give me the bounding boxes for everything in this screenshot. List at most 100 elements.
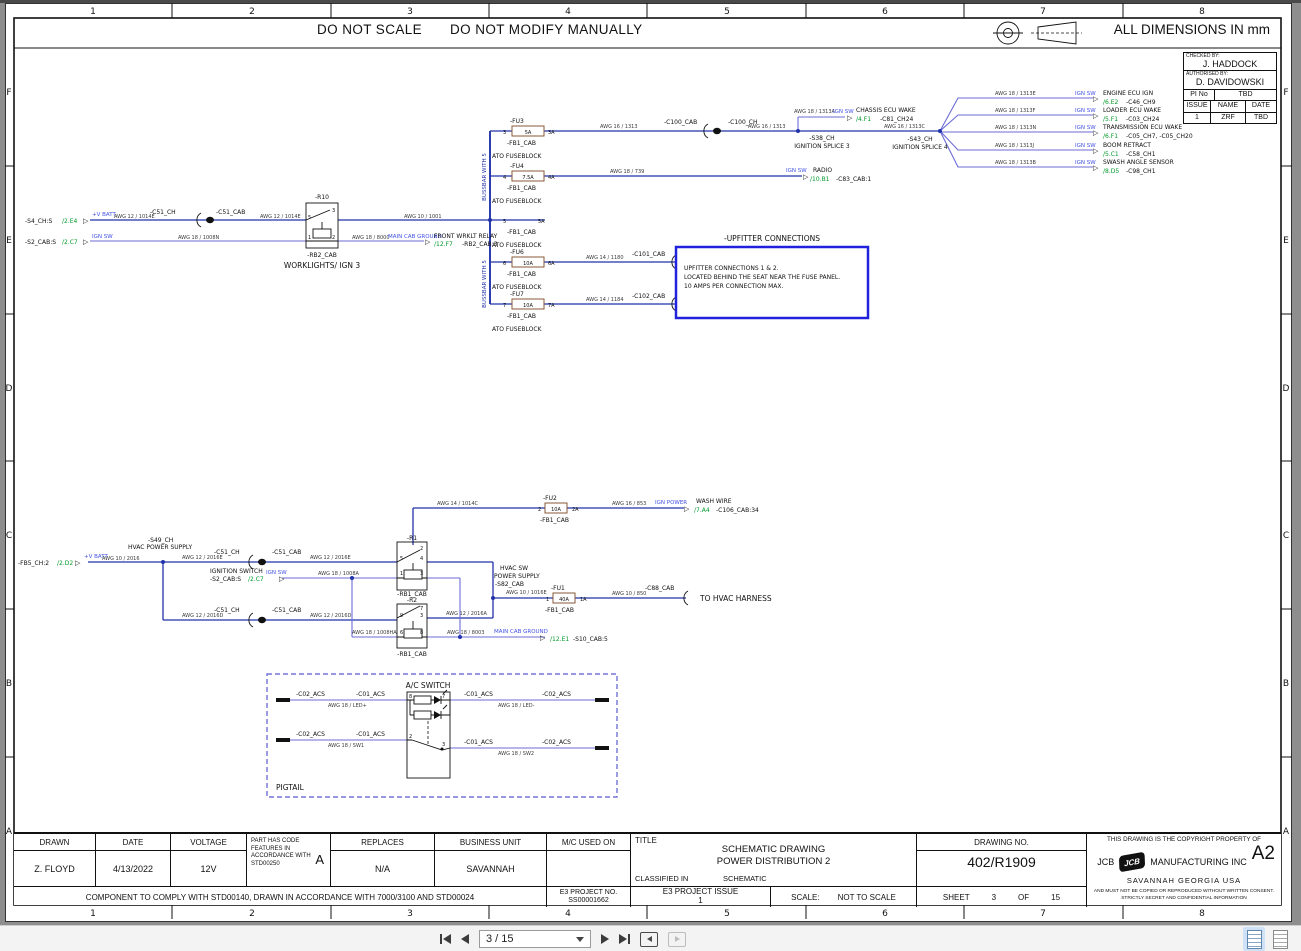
schematic-label: -S38_CH bbox=[809, 135, 834, 142]
grid-label: F bbox=[6, 88, 11, 98]
schematic-label: MAIN CAB GROUND bbox=[388, 234, 442, 240]
schematic-label: /2.C7 bbox=[248, 576, 264, 583]
schematic-label: AWG 14 / 1180 bbox=[586, 255, 624, 261]
drawing-no-value: 402/R1909 bbox=[967, 854, 1036, 870]
grid-label: F bbox=[1283, 88, 1288, 98]
authorised-by-value: D. DAVIDOWSKI bbox=[1184, 77, 1276, 90]
schematic-label: AWG 10 / 850 bbox=[612, 591, 646, 597]
mc-used-on-value bbox=[547, 851, 630, 886]
part-code-letter: A bbox=[315, 852, 324, 867]
schematic-label: AWG 12 / 2016A bbox=[446, 611, 488, 617]
grid-label: 1 bbox=[90, 909, 96, 919]
date-label: DATE bbox=[96, 834, 170, 851]
schematic-label: 3A bbox=[548, 130, 555, 136]
grid-label: 3 bbox=[407, 7, 413, 17]
schematic-label: -C100_CAB bbox=[664, 119, 697, 126]
schematic-label: PIGTAIL bbox=[276, 783, 305, 792]
scale-value: NOT TO SCALE bbox=[837, 892, 896, 902]
schematic-label: -C46_CH9 bbox=[1126, 99, 1156, 106]
date-label: DATE bbox=[1251, 102, 1271, 110]
company-right: MANUFACTURING INC bbox=[1150, 857, 1247, 867]
schematic-label: ATO FUSEBLOCK bbox=[492, 198, 543, 205]
previous-view-button[interactable] bbox=[640, 931, 658, 947]
schematic-label: AWG 16 / 1313C bbox=[884, 124, 926, 130]
last-page-button[interactable] bbox=[619, 934, 630, 944]
schematic-label: /4.F1 bbox=[856, 116, 871, 123]
previous-page-button[interactable] bbox=[461, 934, 469, 944]
schematic-label: LOCATED BEHIND THE SEAT NEAR THE FUSE PA… bbox=[684, 274, 840, 281]
schematic-label: LOADER ECU WAKE bbox=[1103, 107, 1161, 114]
grid-label: 7 bbox=[1040, 909, 1046, 919]
schematic-label: -C02_ACS bbox=[542, 691, 571, 698]
first-page-button[interactable] bbox=[440, 934, 451, 944]
schematic-label: AWG 16 / 853 bbox=[612, 501, 646, 507]
schematic-label: SWASH ANGLE SENSOR bbox=[1103, 159, 1174, 166]
schematic-label: /2.E4 bbox=[62, 218, 78, 225]
single-page-icon bbox=[1246, 929, 1262, 949]
date-value: 4/13/2022 bbox=[112, 863, 154, 874]
e3-project-no-value: SS00001662 bbox=[568, 897, 609, 904]
schematic-label: AWG 18 / 1313A bbox=[794, 109, 836, 115]
issue-value: 1 bbox=[1184, 112, 1211, 123]
title-label: TITLE bbox=[635, 836, 657, 845]
window-top-edge bbox=[0, 0, 1301, 3]
drawn-label: DRAWN bbox=[14, 834, 95, 851]
grid-label: 6 bbox=[882, 909, 888, 919]
grid-label: 5 bbox=[724, 909, 730, 919]
schematic-label: AWG 10 / 2016 bbox=[102, 556, 140, 562]
grid-label: 8 bbox=[1199, 7, 1205, 17]
schematic-label: IGN SW bbox=[833, 109, 854, 115]
mc-used-on-label: M/C USED ON bbox=[547, 834, 630, 851]
schematic-label: -FU2 bbox=[543, 495, 557, 502]
schematic-label: AWG 18 / 1008N bbox=[178, 235, 220, 241]
schematic-label: ▷ bbox=[1093, 95, 1099, 103]
schematic-label: ▷ bbox=[279, 575, 285, 583]
grid-label: 2 bbox=[249, 7, 255, 17]
schematic-label: ATO FUSEBLOCK bbox=[492, 326, 543, 333]
schematic-label: AWG 12 / 2016D bbox=[310, 613, 352, 619]
schematic-label: 8 bbox=[409, 694, 412, 700]
next-view-button[interactable] bbox=[668, 931, 686, 947]
schematic-label: /2.D2 bbox=[57, 560, 73, 567]
continuous-view-button[interactable] bbox=[1269, 927, 1291, 951]
drawn-value: Z. FLOYD bbox=[34, 863, 75, 874]
schematic-label: -C01_ACS bbox=[464, 691, 493, 698]
schematic-label: AWG 10 / 1016E bbox=[506, 590, 547, 596]
schematic-label: -R1 bbox=[407, 535, 417, 542]
grid-label: A bbox=[1283, 827, 1290, 837]
e3-project-no-label: E3 PROJECT NO. bbox=[559, 888, 618, 896]
schematic-label: 9 bbox=[400, 613, 403, 619]
fuse-fu7 bbox=[511, 298, 545, 310]
schematic-label: AWG 10 / 1001 bbox=[404, 214, 442, 220]
schematic-label: -C88_CAB bbox=[645, 585, 674, 592]
schematic-label: +V BATT bbox=[92, 212, 116, 218]
schematic-label: -RB2_CAB:3 bbox=[462, 241, 498, 248]
schematic-label: /8.D5 bbox=[1103, 168, 1119, 175]
schematic-label: ATO FUSEBLOCK bbox=[492, 153, 543, 160]
schematic-label: -C51_CH bbox=[150, 209, 176, 216]
schematic-label: POWER SUPPLY bbox=[494, 573, 540, 580]
schematic-label: ATO FUSEBLOCK bbox=[492, 242, 543, 249]
schematic-label: /5.C1 bbox=[1103, 151, 1119, 158]
schematic-label: 8 bbox=[420, 630, 423, 636]
schematic-label: /10.B1 bbox=[810, 176, 830, 183]
voltage-label: VOLTAGE bbox=[171, 834, 246, 851]
schematic-label: ▷ bbox=[1093, 129, 1099, 137]
schematic-label: HVAC POWER SUPPLY bbox=[128, 544, 192, 551]
schematic-label: 2 bbox=[538, 507, 541, 513]
sheet-total: 15 bbox=[1051, 892, 1061, 902]
schematic-label: -C83_CAB:1 bbox=[836, 176, 871, 183]
third-angle-projection-icon bbox=[993, 21, 1082, 45]
page-number-select[interactable]: 3 / 15 bbox=[479, 930, 591, 948]
schematic-label: -FB5_CH:2 bbox=[18, 560, 49, 567]
schematic-label: -C05_CH7, -C05_CH20 bbox=[1126, 133, 1193, 140]
next-page-button[interactable] bbox=[601, 934, 609, 944]
connector-c51-hvac2 bbox=[248, 612, 266, 628]
schematic-label: 2 bbox=[420, 546, 423, 552]
grid-label: 3 bbox=[407, 909, 413, 919]
single-page-view-button[interactable] bbox=[1243, 927, 1265, 951]
do-not-scale-note: DO NOT SCALE bbox=[317, 22, 423, 37]
schematic-label: AWG 18 / LED- bbox=[498, 703, 535, 709]
schematic-label: -FU6 bbox=[510, 249, 524, 256]
schematic-label: 40A bbox=[559, 597, 569, 603]
